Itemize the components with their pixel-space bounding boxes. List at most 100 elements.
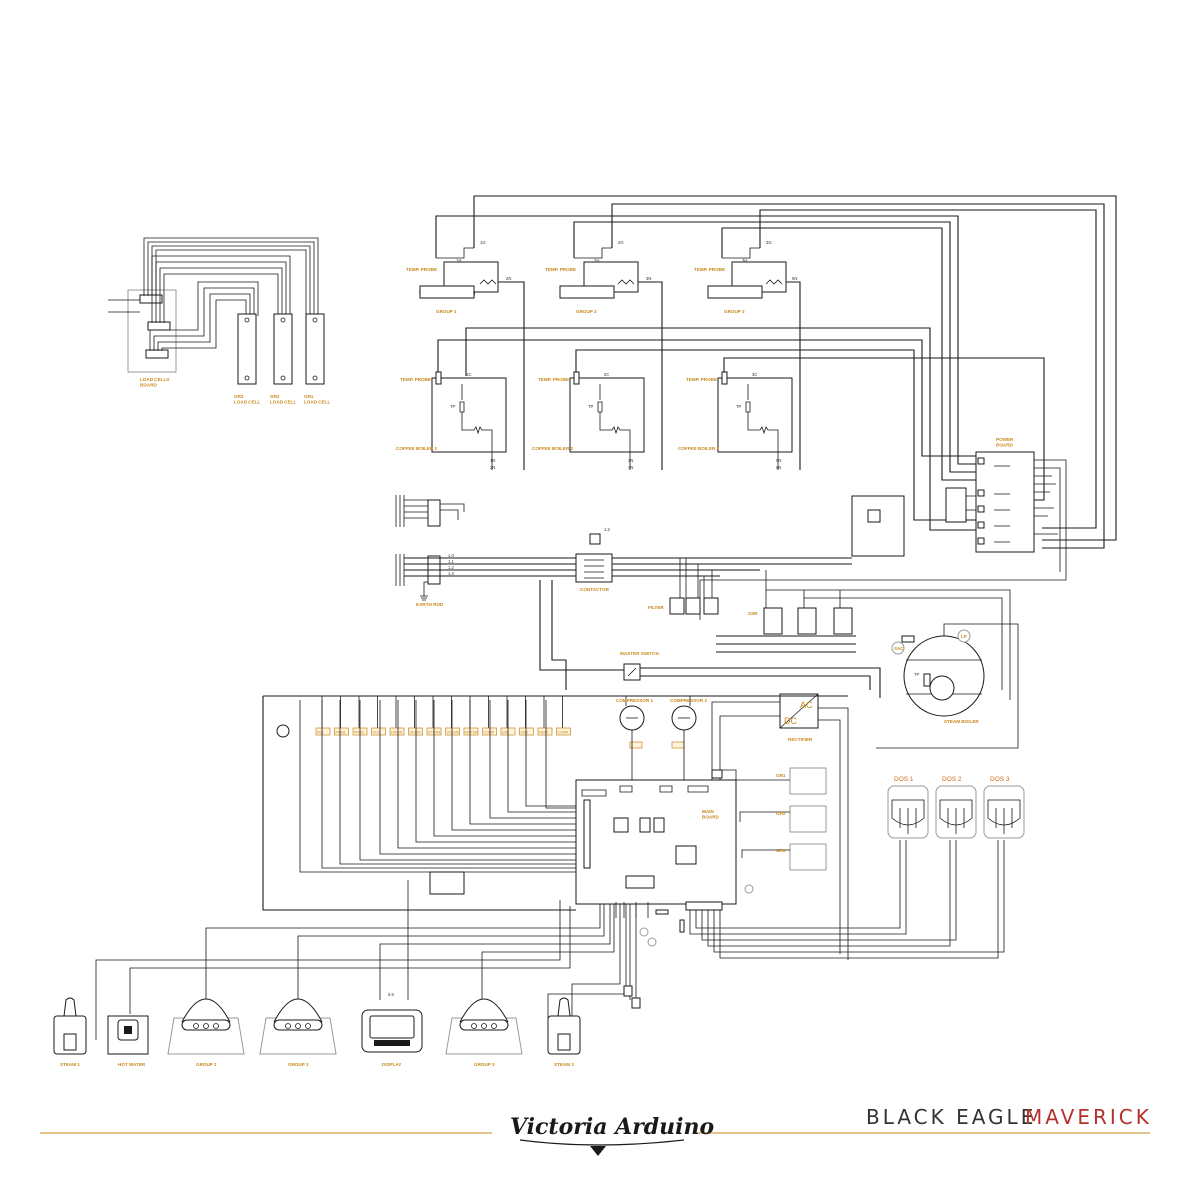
component-label: STEAM 1: [60, 1062, 80, 1067]
boiler-1-probe-label: TEMP. PROBE: [400, 377, 431, 382]
group-3-in-label: 3G: [766, 240, 772, 245]
boiler-3-out-a: 5N: [776, 458, 781, 463]
boiler-1-tp-label: TP: [450, 404, 456, 409]
valve-tag: [389, 727, 405, 736]
gr2-label: GR2: [776, 811, 786, 816]
boiler-2-tp-label: TP: [588, 404, 594, 409]
valve-tag-label: GR2: [521, 731, 528, 735]
valve-tag: [408, 727, 423, 736]
valve-tag: [482, 727, 497, 736]
valve-tag-label: SOL: [373, 731, 380, 735]
group-1-label: GROUP 1: [436, 309, 457, 314]
valve-tag-label: DRAIN: [410, 731, 422, 735]
steam-1-component: STEAM 1: [53, 997, 87, 1067]
rectifier-dc: DC: [784, 716, 797, 726]
group-3-probe-label: TEMP. PROBE: [694, 267, 725, 272]
valve-tag: [315, 727, 331, 736]
valve-tag-label: DRAIN: [391, 731, 403, 735]
boiler-3-in-label: 3C: [752, 372, 757, 377]
component-label: GROUP 2: [288, 1062, 309, 1067]
group-1-component: GROUP 1: [167, 998, 245, 1067]
boiler-3-tp-label: TP: [736, 404, 742, 409]
hot-water-component: HOT WATER: [107, 1015, 149, 1067]
steam-boiler-sac-label: SAC: [894, 646, 904, 651]
valve-tag-label: COMP: [484, 731, 495, 735]
mains-wire-3: 1.3: [448, 571, 454, 576]
group-1-relay-label: 1H: [456, 258, 461, 263]
earth-rod-label: EARTH ROD: [416, 602, 444, 607]
boiler-3-probe-label: TEMP. PROBE: [686, 377, 717, 382]
group-2-component: GROUP 2: [259, 998, 337, 1067]
steam-boiler-label: STEAM BOILER: [944, 719, 979, 724]
group-3-relay-label: 3H: [742, 258, 747, 263]
victoria-arduino-logo: Victoria Arduino: [510, 1114, 714, 1140]
brand-black-eagle: BLACK EAGLE: [866, 1105, 1036, 1129]
mains-section: 1.0 1.1 1.2 1.3 EARTH ROD: [395, 495, 576, 607]
group-2-relay-label: 2H: [594, 258, 599, 263]
contactor-label: CONTACTOR: [580, 587, 610, 592]
valve-tag-label: HEAT: [539, 731, 549, 735]
boiler-1-label: COFFEE BOILER 1: [396, 446, 438, 451]
valve-tag-label: PREB: [354, 731, 364, 735]
valve-tag-label: FILL: [317, 731, 324, 735]
master-switch-label: MASTER SWITCH: [620, 651, 659, 656]
valve-tag: [537, 727, 553, 736]
boiler-1-in-label: 1C: [466, 372, 471, 377]
ssr-label: SSR: [748, 611, 758, 616]
boiler-1-out-a: 1N: [490, 458, 495, 463]
display-code: 5.6: [388, 992, 394, 997]
steam-2-component: STEAM 2: [547, 997, 581, 1067]
boiler-2-out-a: 3N: [628, 458, 633, 463]
mains-wire-1: 1.1: [448, 559, 454, 564]
steam-boiler-section: SAC LP TP STEAM BOILER: [876, 623, 1019, 749]
boiler-2-label: COFFEE BOILER 2: [532, 446, 574, 451]
mains-wire-0: 1.0: [448, 553, 454, 558]
compressor-1-label: COMPRESSOR 1: [616, 698, 653, 703]
boiler-3-out-b: 6N: [776, 465, 781, 470]
rectifier-label: RECTIFIER: [788, 737, 813, 742]
contactor-section: 1.2 CONTACTOR FILTER SSR: [575, 527, 1011, 700]
group-2-probe-label: TEMP. PROBE: [545, 267, 576, 272]
component-label: GROUP 3: [474, 1062, 495, 1067]
master-switch-section: MASTER SWITCH: [539, 580, 881, 698]
boiler-2-out-b: 4N: [628, 465, 633, 470]
gr-blocks: GR1 GR2 GR3: [736, 767, 827, 871]
valve-tag-label: COMP: [558, 731, 569, 735]
contactor-code: 1.2: [604, 527, 610, 532]
component-label: GROUP 1: [196, 1062, 217, 1067]
groups-section: 1G 1H 2N TEMP. PROBE GROUP 1 2G 2H 3N TE…: [406, 195, 1117, 549]
bottom-components: STEAM 1 HOT WATER GROUP 1 GROUP 2 5.6DISPLAY…: [53, 992, 581, 1067]
coffee-boilers-section: 1C TP 1N 2N TEMP. PROBE COFFEE BOILER 1 …: [396, 327, 1045, 531]
valve-tag: [519, 727, 534, 736]
component-label: DISPLAY: [382, 1062, 402, 1067]
boiler-3-label: COFFEE BOILER 3: [678, 446, 720, 451]
group-2-out-label: 3N: [646, 276, 651, 281]
steam-boiler-tp-label: TP: [914, 672, 920, 677]
valve-tag: [371, 727, 386, 736]
valve-tag: [334, 727, 349, 736]
valve-tag-label: PREB: [336, 731, 346, 735]
gr3-label: GR3: [776, 848, 786, 853]
valve-tag: [556, 727, 571, 736]
valve-tag: [463, 727, 479, 736]
group-1-out-label: 2N: [506, 276, 511, 281]
group-2-in-label: 2G: [618, 240, 624, 245]
doser-label: DOS 1: [894, 776, 914, 783]
group-3-label: GROUP 3: [724, 309, 745, 314]
boiler-1-out-b: 2N: [490, 465, 495, 470]
component-label: HOT WATER: [118, 1062, 146, 1067]
boiler-2-probe-label: TEMP. PROBE: [538, 377, 569, 382]
